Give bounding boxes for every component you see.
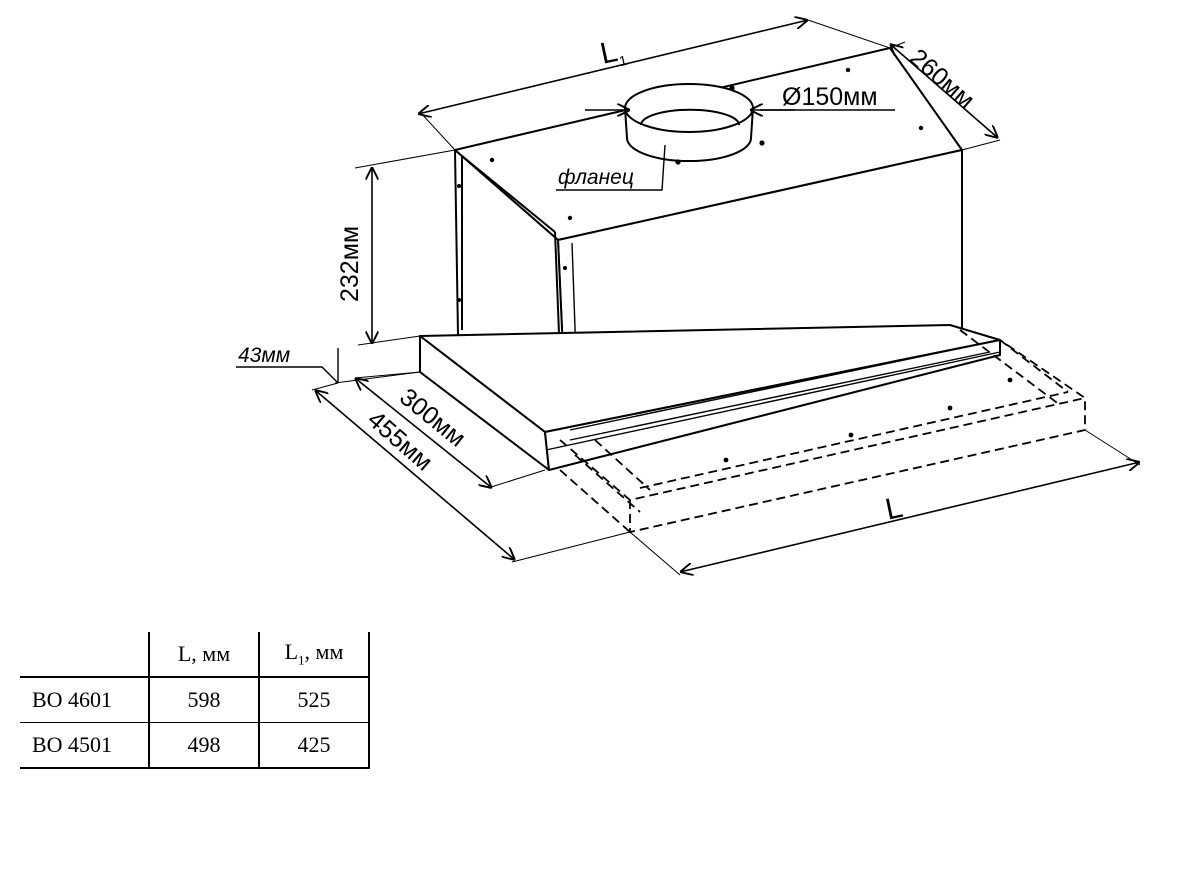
- l1-dim-label: L1: [597, 33, 628, 72]
- l-dim-label: L: [883, 491, 906, 527]
- l1-value-cell: 525: [259, 677, 370, 723]
- model-cell: BO 4601: [20, 677, 150, 723]
- header-l1-cell: L1, мм: [259, 632, 370, 678]
- table-row: BO 4601 598 525: [20, 677, 370, 723]
- table-row: BO 4501 498 425: [20, 722, 370, 769]
- panel-thickness-label: 43мм: [238, 344, 290, 367]
- header-l-cell: L, мм: [149, 632, 260, 678]
- spec-table: L, мм L1, мм BO 4601 598 525 BO 4501 498…: [20, 632, 370, 769]
- l-value-cell: 498: [149, 722, 260, 769]
- mounting-holes: [457, 67, 1013, 463]
- duct-diameter-label: Ø150мм: [782, 83, 878, 111]
- hood-dimension-drawing: L1 260мм Ø150мм фланец 232мм 43мм 300мм …: [236, 0, 1200, 600]
- height-label: 232мм: [336, 226, 364, 302]
- l-value-cell: 598: [149, 677, 260, 723]
- model-cell: BO 4501: [20, 722, 150, 769]
- flange-label: фланец: [558, 166, 634, 189]
- l1-value-cell: 425: [259, 722, 370, 769]
- dimension-lines: [236, 20, 1140, 575]
- slide-panel: [419, 324, 1001, 471]
- table-header-row: L, мм L1, мм: [20, 632, 370, 678]
- header-model-cell: [20, 632, 150, 678]
